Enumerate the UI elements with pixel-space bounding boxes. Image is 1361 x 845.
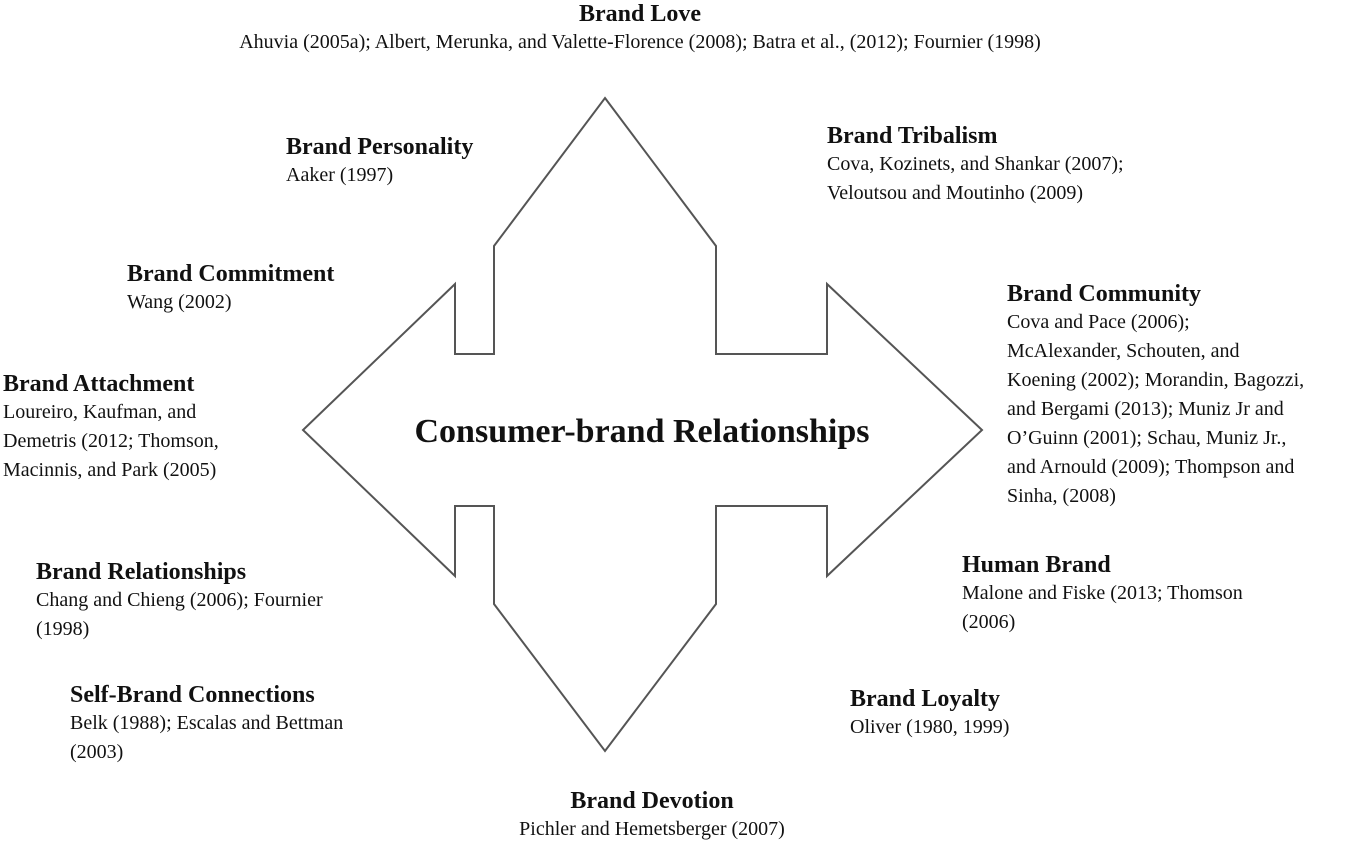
node-title: Brand Loyalty	[850, 686, 1001, 712]
node-title: Brand Love	[578, 1, 701, 27]
node-brand-love: Brand Love Ahuvia (2005a); Albert, Merun…	[180, 0, 1100, 57]
node-title: Brand Personality	[286, 134, 474, 160]
four-way-arrow-outline	[301, 96, 984, 753]
center-title: Consumer-brand Relationships	[414, 413, 870, 450]
node-title: Human Brand	[962, 552, 1111, 578]
node-ref: Pichler and Hemetsberger (2007)	[519, 818, 785, 840]
node-brand-loyalty: Brand Loyalty Oliver (1980, 1999)	[850, 685, 1009, 742]
node-ref: Ahuvia (2005a); Albert, Merunka, and Val…	[239, 31, 1041, 53]
node-ref: and Bergami (2013); Muniz Jr and	[1007, 398, 1284, 420]
node-ref: Koening (2002); Morandin, Bagozzi,	[1007, 369, 1305, 391]
node-ref: Loureiro, Kaufman, and	[3, 401, 197, 423]
node-ref: Veloutsou and Moutinho (2009)	[827, 182, 1084, 204]
node-ref: Sinha, (2008)	[1007, 485, 1116, 507]
node-ref: Macinnis, and Park (2005)	[3, 459, 217, 481]
node-title: Brand Relationships	[36, 559, 247, 585]
node-human-brand: Human Brand Malone and Fiske (2013; Thom…	[962, 551, 1243, 637]
node-ref: Demetris (2012; Thomson,	[3, 430, 219, 452]
node-brand-tribalism: Brand Tribalism Cova, Kozinets, and Shan…	[827, 122, 1124, 208]
node-self-brand-connections: Self-Brand Connections Belk (1988); Esca…	[70, 681, 343, 767]
node-brand-devotion: Brand Devotion Pichler and Hemetsberger …	[402, 787, 902, 844]
node-brand-commitment: Brand Commitment Wang (2002)	[127, 260, 334, 317]
node-brand-personality: Brand Personality Aaker (1997)	[286, 133, 473, 190]
node-ref: (1998)	[36, 618, 90, 640]
node-title: Brand Community	[1007, 281, 1202, 307]
node-ref: (2006)	[962, 611, 1016, 633]
node-ref: Malone and Fiske (2013; Thomson	[962, 582, 1243, 604]
node-ref: Chang and Chieng (2006); Fournier	[36, 589, 323, 611]
node-ref: Cova and Pace (2006);	[1007, 311, 1190, 333]
node-brand-community: Brand Community Cova and Pace (2006); Mc…	[1007, 280, 1304, 511]
node-brand-relationships: Brand Relationships Chang and Chieng (20…	[36, 558, 323, 644]
node-ref: Aaker (1997)	[286, 164, 394, 186]
node-ref: O’Guinn (2001); Schau, Muniz Jr.,	[1007, 427, 1287, 449]
node-title: Brand Devotion	[570, 788, 734, 814]
node-ref: Wang (2002)	[127, 291, 232, 313]
node-ref: and Arnould (2009); Thompson and	[1007, 456, 1295, 478]
node-title: Brand Attachment	[3, 371, 195, 397]
node-ref: (2003)	[70, 741, 124, 763]
node-ref: Cova, Kozinets, and Shankar (2007);	[827, 153, 1124, 175]
node-title: Self-Brand Connections	[70, 682, 315, 708]
node-ref: Oliver (1980, 1999)	[850, 716, 1010, 738]
node-brand-attachment: Brand Attachment Loureiro, Kaufman, and …	[3, 370, 219, 485]
node-ref: McAlexander, Schouten, and	[1007, 340, 1240, 362]
node-title: Brand Tribalism	[827, 123, 998, 149]
node-title: Brand Commitment	[127, 261, 335, 287]
node-ref: Belk (1988); Escalas and Bettman	[70, 712, 344, 734]
